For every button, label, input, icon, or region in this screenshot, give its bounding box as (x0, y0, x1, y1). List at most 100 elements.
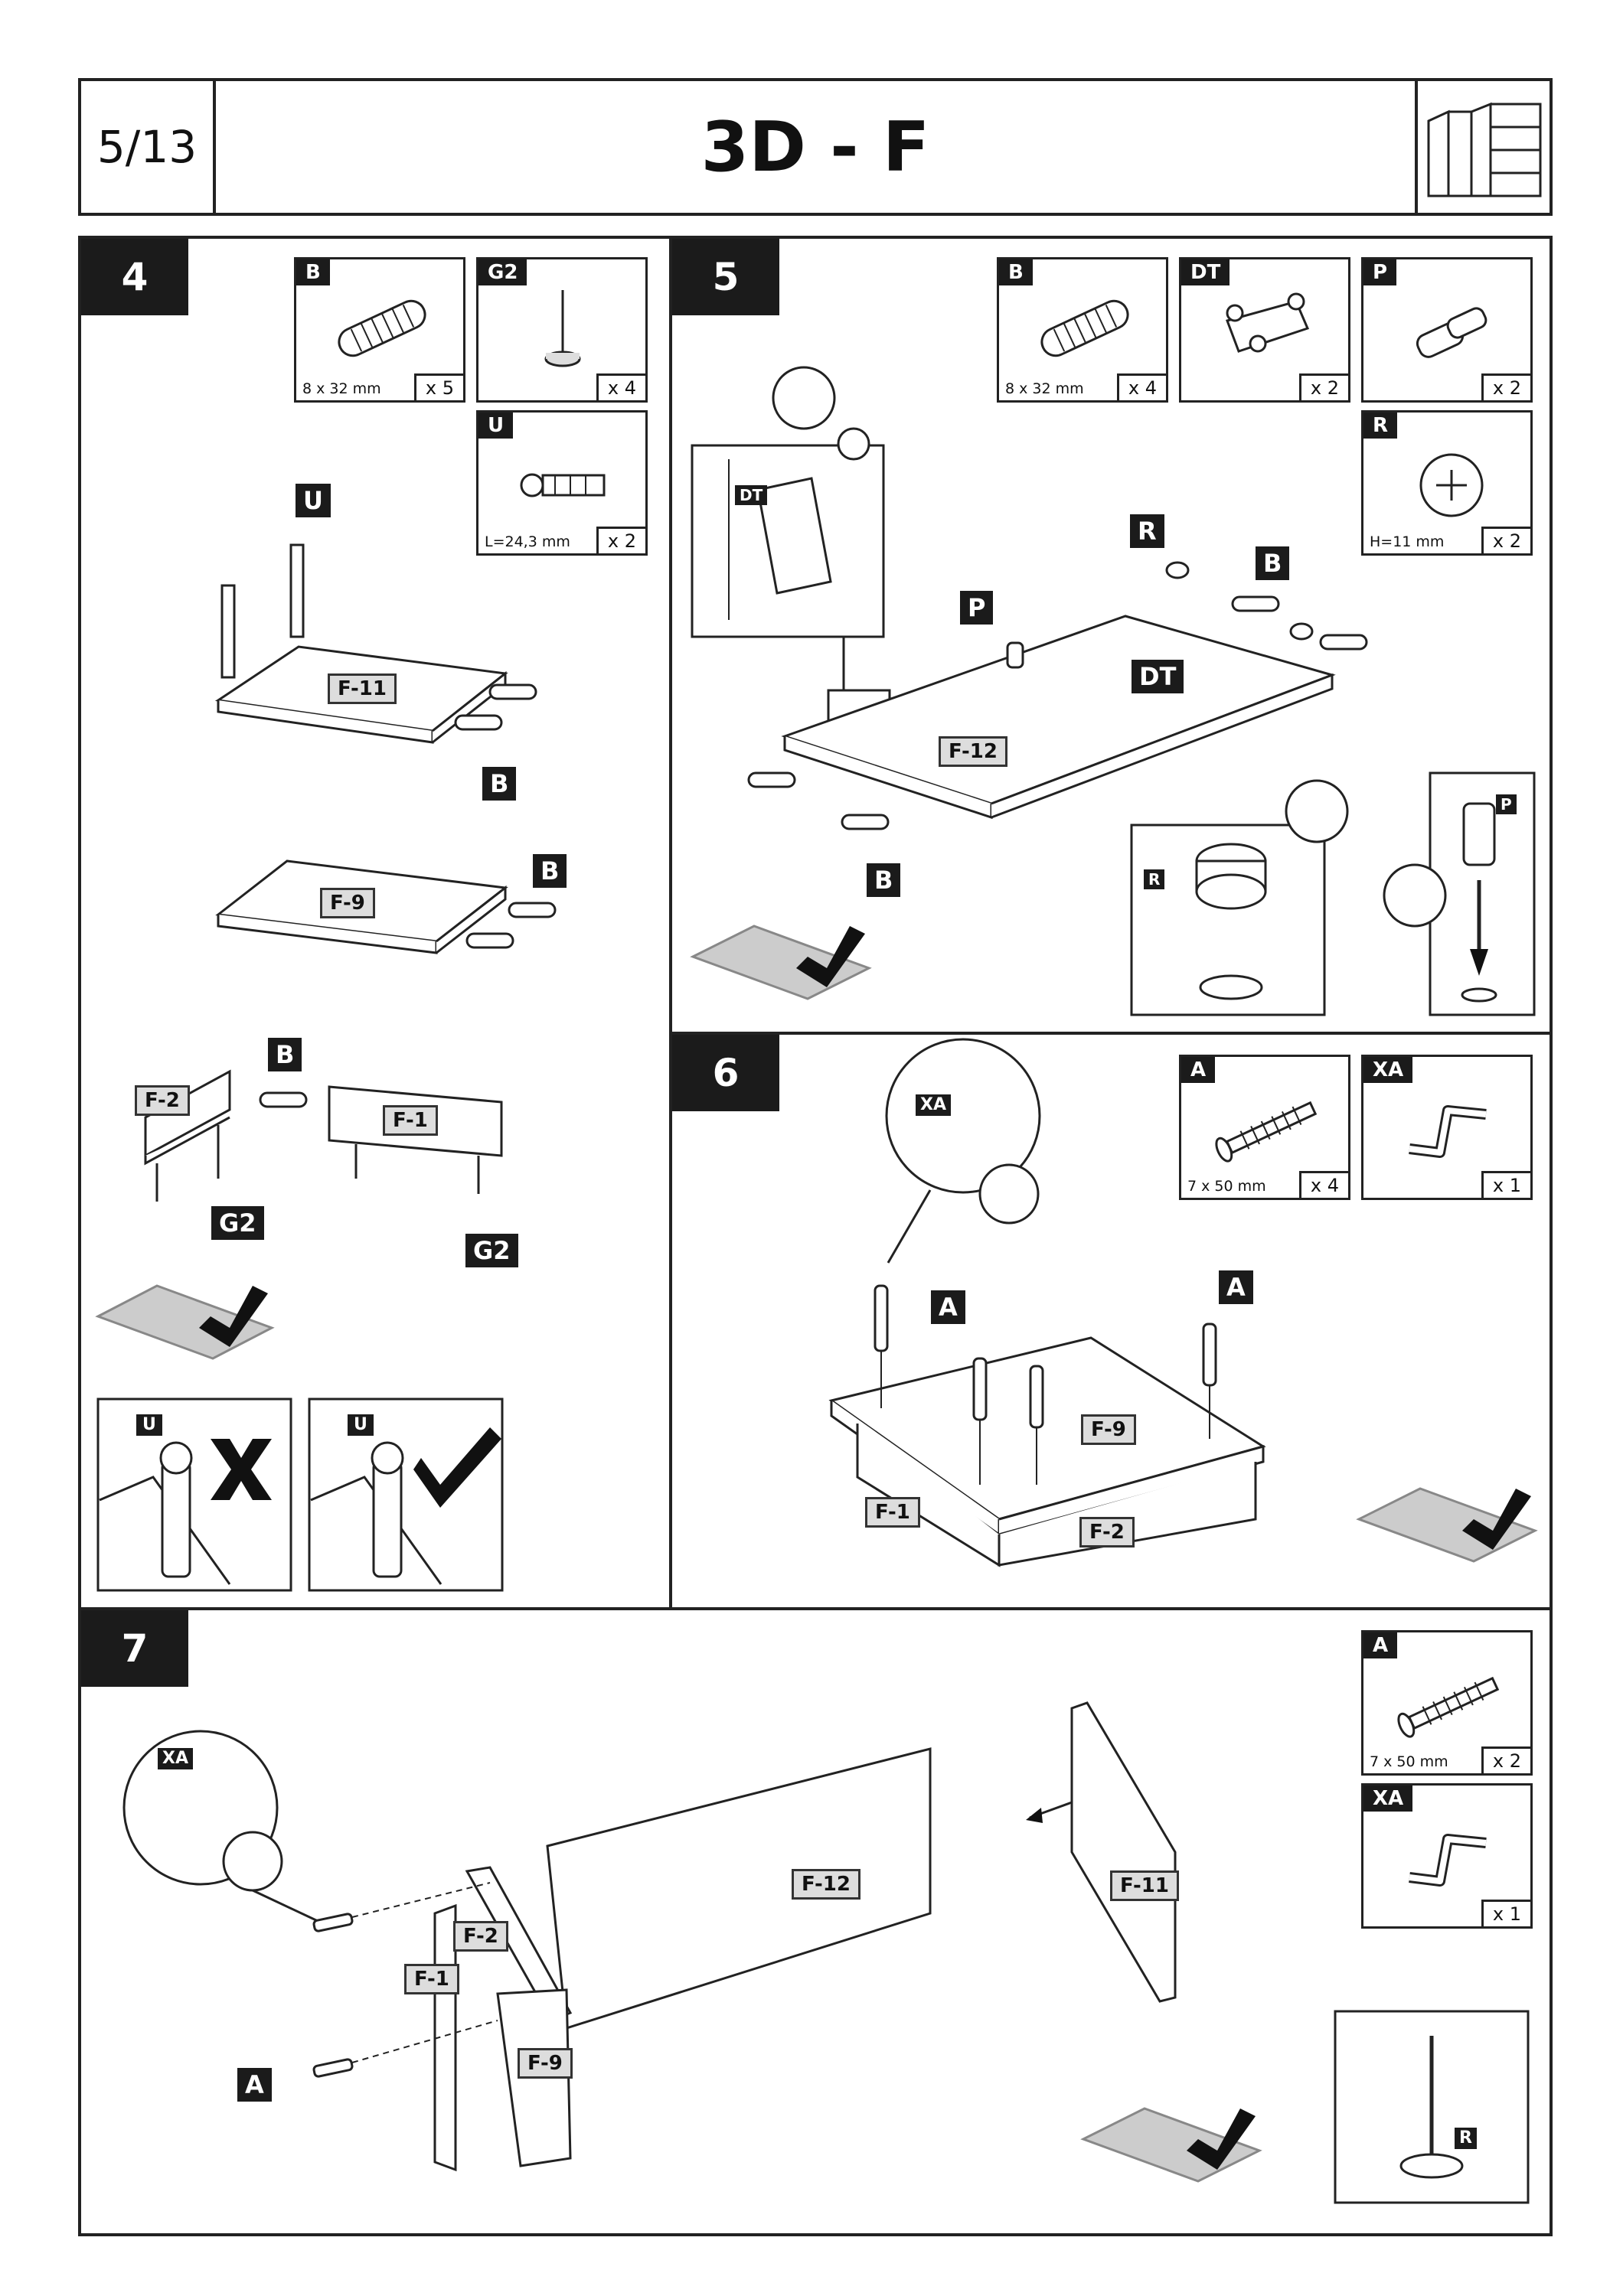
title-box: 3D - F (213, 78, 1418, 216)
callout-b-1: B (482, 767, 517, 801)
product-thumbnail (1415, 78, 1553, 216)
callout-r-detail: R (1144, 869, 1165, 889)
part-box-screw-a: A 7 x 50 mm x 4 (1179, 1055, 1350, 1200)
part-dimension: 8 x 32 mm (302, 380, 381, 397)
callout-u: U (296, 484, 331, 517)
callout-g2-1: G2 (211, 1206, 264, 1240)
part-quantity: x 2 (596, 527, 645, 553)
part-box-hinge-dt: DT x 2 (1179, 257, 1350, 403)
part-tag: A (1363, 1632, 1398, 1658)
part-box-hex-key-xa: XA x 1 (1361, 1055, 1533, 1200)
part-tag: A (1181, 1057, 1216, 1083)
callout-r: R (1130, 514, 1164, 548)
panel-label-f1: F-1 (383, 1105, 438, 1136)
part-quantity: x 2 (1481, 527, 1530, 553)
part-quantity: x 2 (1481, 373, 1530, 400)
hinge-plate-icon (1226, 292, 1310, 353)
part-tag: DT (1181, 259, 1230, 285)
part-tag: B (296, 259, 330, 285)
part-tag: G2 (478, 259, 527, 285)
cam-lock-icon (1419, 453, 1484, 517)
part-box-dowel-b: B 8 x 32 mm x 4 (997, 257, 1168, 403)
callout-b-3: B (268, 1038, 302, 1071)
panel-label-f12: F-12 (939, 736, 1007, 767)
panel-label-f12: F-12 (792, 1869, 860, 1900)
part-quantity: x 2 (1481, 1746, 1530, 1773)
shelf-pin-icon (1416, 307, 1487, 358)
nail-glide-icon (544, 290, 581, 367)
callout-g2-2: G2 (465, 1234, 518, 1267)
part-dimension: 8 x 32 mm (1005, 380, 1084, 397)
dowel-icon (338, 299, 426, 357)
callout-dt-detail: DT (735, 485, 768, 505)
step-6-number: 6 (672, 1035, 779, 1111)
screw-icon (1215, 1101, 1318, 1163)
part-dimension: H=11 mm (1370, 533, 1445, 550)
callout-hex-key: XA (158, 1748, 193, 1769)
approved-check-icon (1356, 1487, 1538, 1563)
panel-label-f1: F-1 (404, 1964, 459, 1994)
callout-u-right: U (348, 1414, 374, 1436)
callout-b-2: B (533, 854, 567, 888)
screw-icon (1397, 1676, 1500, 1738)
page-number: 5/13 (96, 121, 198, 173)
approved-check-icon (690, 925, 872, 1000)
connector-bolt-icon (520, 473, 606, 497)
part-quantity: x 2 (1298, 373, 1348, 400)
cabinet-icon (1427, 102, 1542, 197)
panel-label-f11: F-11 (328, 673, 397, 704)
panel-label-f1: F-1 (865, 1497, 920, 1528)
panel-label-f9: F-9 (518, 2048, 573, 2079)
hex-key-icon (1409, 1105, 1487, 1158)
page-title: 3D - F (700, 106, 930, 188)
callout-a-1: A (931, 1290, 965, 1324)
panel-label-f2: F-2 (135, 1085, 190, 1116)
callout-p-detail: P (1496, 794, 1517, 814)
callout-dt: DT (1132, 660, 1184, 693)
part-quantity: x 1 (1481, 1171, 1530, 1198)
hex-key-icon (1409, 1834, 1487, 1887)
panel-label-f9: F-9 (1081, 1414, 1136, 1445)
part-tag: XA (1363, 1786, 1413, 1812)
panel-label-f2: F-2 (1079, 1517, 1135, 1548)
wrong-x-icon (211, 1439, 272, 1500)
callout-a: A (237, 2068, 272, 2102)
part-dimension: 7 x 50 mm (1370, 1753, 1448, 1770)
callout-b-2: B (867, 863, 901, 897)
part-box-connector-u: U L=24,3 mm x 2 (476, 410, 648, 556)
callout-r-detail: R (1455, 2128, 1477, 2149)
callout-u-wrong: U (136, 1414, 162, 1436)
part-box-shelf-pin-p: P x 2 (1361, 257, 1533, 403)
part-tag: P (1363, 259, 1397, 285)
part-quantity: x 1 (1481, 1900, 1530, 1926)
step-7-number: 7 (81, 1610, 188, 1687)
part-box-cam-lock-r: R H=11 mm x 2 (1361, 410, 1533, 556)
part-quantity: x 5 (413, 373, 463, 400)
callout-a-2: A (1219, 1270, 1253, 1304)
approved-check-icon (95, 1284, 275, 1360)
panel-label-f11: F-11 (1110, 1870, 1179, 1901)
part-box-hex-key-xa: XA x 1 (1361, 1783, 1533, 1929)
panel-label-f2: F-2 (453, 1921, 508, 1952)
part-tag: U (478, 413, 514, 439)
callout-b-1: B (1256, 546, 1290, 580)
panel-label-f9: F-9 (320, 888, 375, 918)
part-quantity: x 4 (1298, 1171, 1348, 1198)
part-box-screw-a: A 7 x 50 mm x 2 (1361, 1630, 1533, 1776)
approved-check-icon (1080, 2107, 1262, 2183)
step-5-number: 5 (672, 239, 779, 315)
callout-p: P (960, 591, 994, 625)
part-box-glide-g2: G2 x 4 (476, 257, 648, 403)
part-quantity: x 4 (1116, 373, 1166, 400)
part-quantity: x 4 (596, 373, 645, 400)
part-tag: XA (1363, 1057, 1413, 1083)
correct-check-icon (413, 1427, 501, 1508)
part-dimension: 7 x 50 mm (1187, 1178, 1266, 1195)
part-tag: R (1363, 413, 1398, 439)
part-box-dowel-b: B 8 x 32 mm x 5 (294, 257, 465, 403)
